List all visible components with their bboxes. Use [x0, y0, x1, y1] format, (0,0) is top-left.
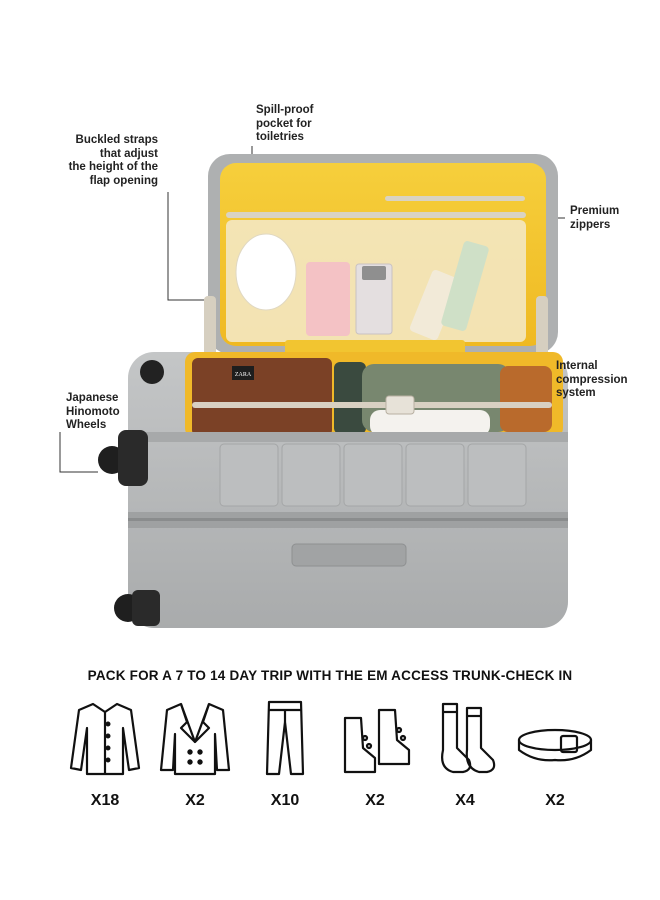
item-qty: X2: [365, 792, 385, 809]
item-qty: X4: [455, 792, 475, 809]
shirt-icon: [69, 702, 141, 776]
item-pants: X10: [240, 698, 330, 810]
item-socks: X4: [420, 698, 510, 810]
item-qty: X18: [90, 792, 120, 809]
callout-straps: Buckled straps that adjust the height of…: [68, 134, 158, 187]
item-shoes: X2: [330, 698, 420, 810]
blazer-icon: [159, 702, 231, 776]
item-qty: X2: [545, 792, 565, 809]
pants-icon: [265, 700, 305, 776]
callout-wheels: Japanese Hinomoto Wheels: [66, 392, 120, 431]
packing-capacity-list: X18 X2 X10 X2: [60, 698, 600, 818]
shoes-icon: [343, 708, 411, 774]
brand-tag: ZARA: [235, 372, 252, 378]
callout-zippers: Premium zippers: [570, 205, 620, 231]
suitcase-body: ZARA: [98, 352, 568, 628]
item-blazer: X2: [150, 698, 240, 810]
pack-headline: PACK FOR A 7 TO 14 DAY TRIP WITH THE EM …: [87, 668, 573, 683]
callout-spill-proof-pocket: Spill-proof pocket for toiletries: [256, 104, 314, 143]
belt-icon: [517, 728, 593, 762]
product-illustration: ZARA: [59, 104, 628, 628]
callout-compression: Internal compression system: [556, 360, 628, 399]
item-qty: X10: [270, 792, 300, 809]
item-belt: X2: [510, 698, 600, 810]
suitcase-lid: [204, 154, 558, 358]
suitcase-illustration: ZARA: [59, 146, 568, 628]
item-shirt: X18: [60, 698, 150, 810]
item-qty: X2: [185, 792, 205, 809]
socks-icon: [441, 702, 496, 774]
